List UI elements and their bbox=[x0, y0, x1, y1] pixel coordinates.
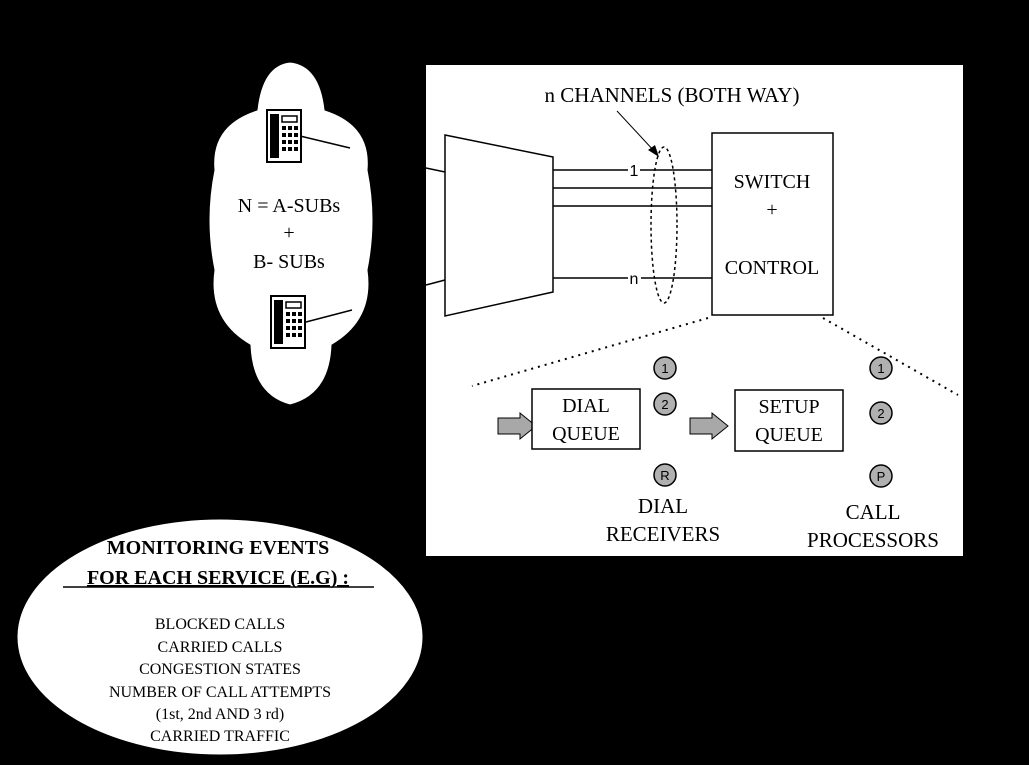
telephone-icon bbox=[270, 295, 306, 349]
monitoring-item: NUMBER OF CALL ATTEMPTS bbox=[109, 684, 331, 701]
channel-first-label: 1 bbox=[630, 163, 639, 180]
switch-label: SWITCH bbox=[734, 171, 811, 193]
dial-receiver-token: 1 bbox=[653, 356, 677, 380]
call-processor-token: 2 bbox=[869, 401, 893, 425]
svg-text:1: 1 bbox=[661, 361, 668, 376]
dial-receiver-token: R bbox=[653, 463, 677, 487]
cloud-line-3: B- SUBs bbox=[253, 251, 325, 273]
dial-receivers-label-1: DIAL bbox=[638, 494, 688, 518]
svg-text:2: 2 bbox=[661, 397, 668, 412]
dial-queue-label-2: QUEUE bbox=[552, 423, 620, 445]
arrow-into-dial-queue bbox=[497, 411, 537, 441]
monitoring-title-1: MONITORING EVENTS bbox=[107, 537, 329, 559]
svg-text:1: 1 bbox=[877, 361, 884, 376]
monitoring-events-bubble bbox=[16, 518, 424, 756]
dial-receiver-token: 2 bbox=[653, 392, 677, 416]
switch-plus: + bbox=[766, 199, 777, 221]
monitoring-item: CARRIED CALLS bbox=[158, 639, 283, 656]
svg-text:R: R bbox=[660, 468, 669, 483]
call-processors-label-1: CALL bbox=[846, 500, 901, 524]
dial-queue-label-1: DIAL bbox=[562, 395, 610, 417]
setup-queue-label-1: SETUP bbox=[758, 396, 819, 418]
svg-text:2: 2 bbox=[877, 406, 884, 421]
channel-group-ellipse bbox=[650, 146, 678, 304]
subscriber-cloud bbox=[208, 61, 374, 406]
channels-pointer bbox=[616, 110, 656, 153]
concentrator bbox=[444, 134, 554, 317]
monitoring-item: (1st, 2nd AND 3 rd) bbox=[156, 706, 284, 723]
call-processors-label-2: PROCESSORS bbox=[807, 528, 939, 552]
setup-queue-box bbox=[734, 389, 844, 452]
monitoring-item: BLOCKED CALLS bbox=[155, 616, 285, 633]
arrow-into-setup-queue bbox=[689, 411, 729, 441]
call-processor-token: 1 bbox=[869, 356, 893, 380]
channels-label: n CHANNELS (BOTH WAY) bbox=[545, 83, 800, 107]
concentrator-input-b bbox=[425, 279, 446, 286]
control-label: CONTROL bbox=[725, 257, 819, 279]
channel-lines bbox=[553, 169, 712, 279]
zoom-line-right bbox=[822, 317, 959, 396]
subscriber-line-b bbox=[305, 309, 353, 323]
dial-queue-box bbox=[531, 388, 641, 450]
monitoring-title-2: FOR EACH SERVICE (E.G) : bbox=[87, 567, 349, 589]
cloud-line-2: + bbox=[283, 222, 294, 244]
subscriber-line-a bbox=[299, 135, 351, 149]
call-processor-token: P bbox=[869, 464, 893, 488]
channels-pointer-head bbox=[648, 145, 659, 157]
monitoring-item: CARRIED TRAFFIC bbox=[150, 728, 290, 745]
concentrator-input-a bbox=[425, 167, 446, 173]
zoom-line-left bbox=[471, 317, 709, 387]
telephone-icon bbox=[266, 109, 302, 163]
switch-control-box bbox=[711, 132, 834, 316]
channel-last-label: n bbox=[630, 271, 639, 288]
svg-text:P: P bbox=[877, 469, 886, 484]
monitoring-item: CONGESTION STATES bbox=[139, 661, 301, 678]
dial-receivers-label-2: RECEIVERS bbox=[606, 522, 720, 546]
setup-queue-label-2: QUEUE bbox=[755, 424, 823, 446]
cloud-line-1: N = A-SUBs bbox=[238, 195, 341, 217]
